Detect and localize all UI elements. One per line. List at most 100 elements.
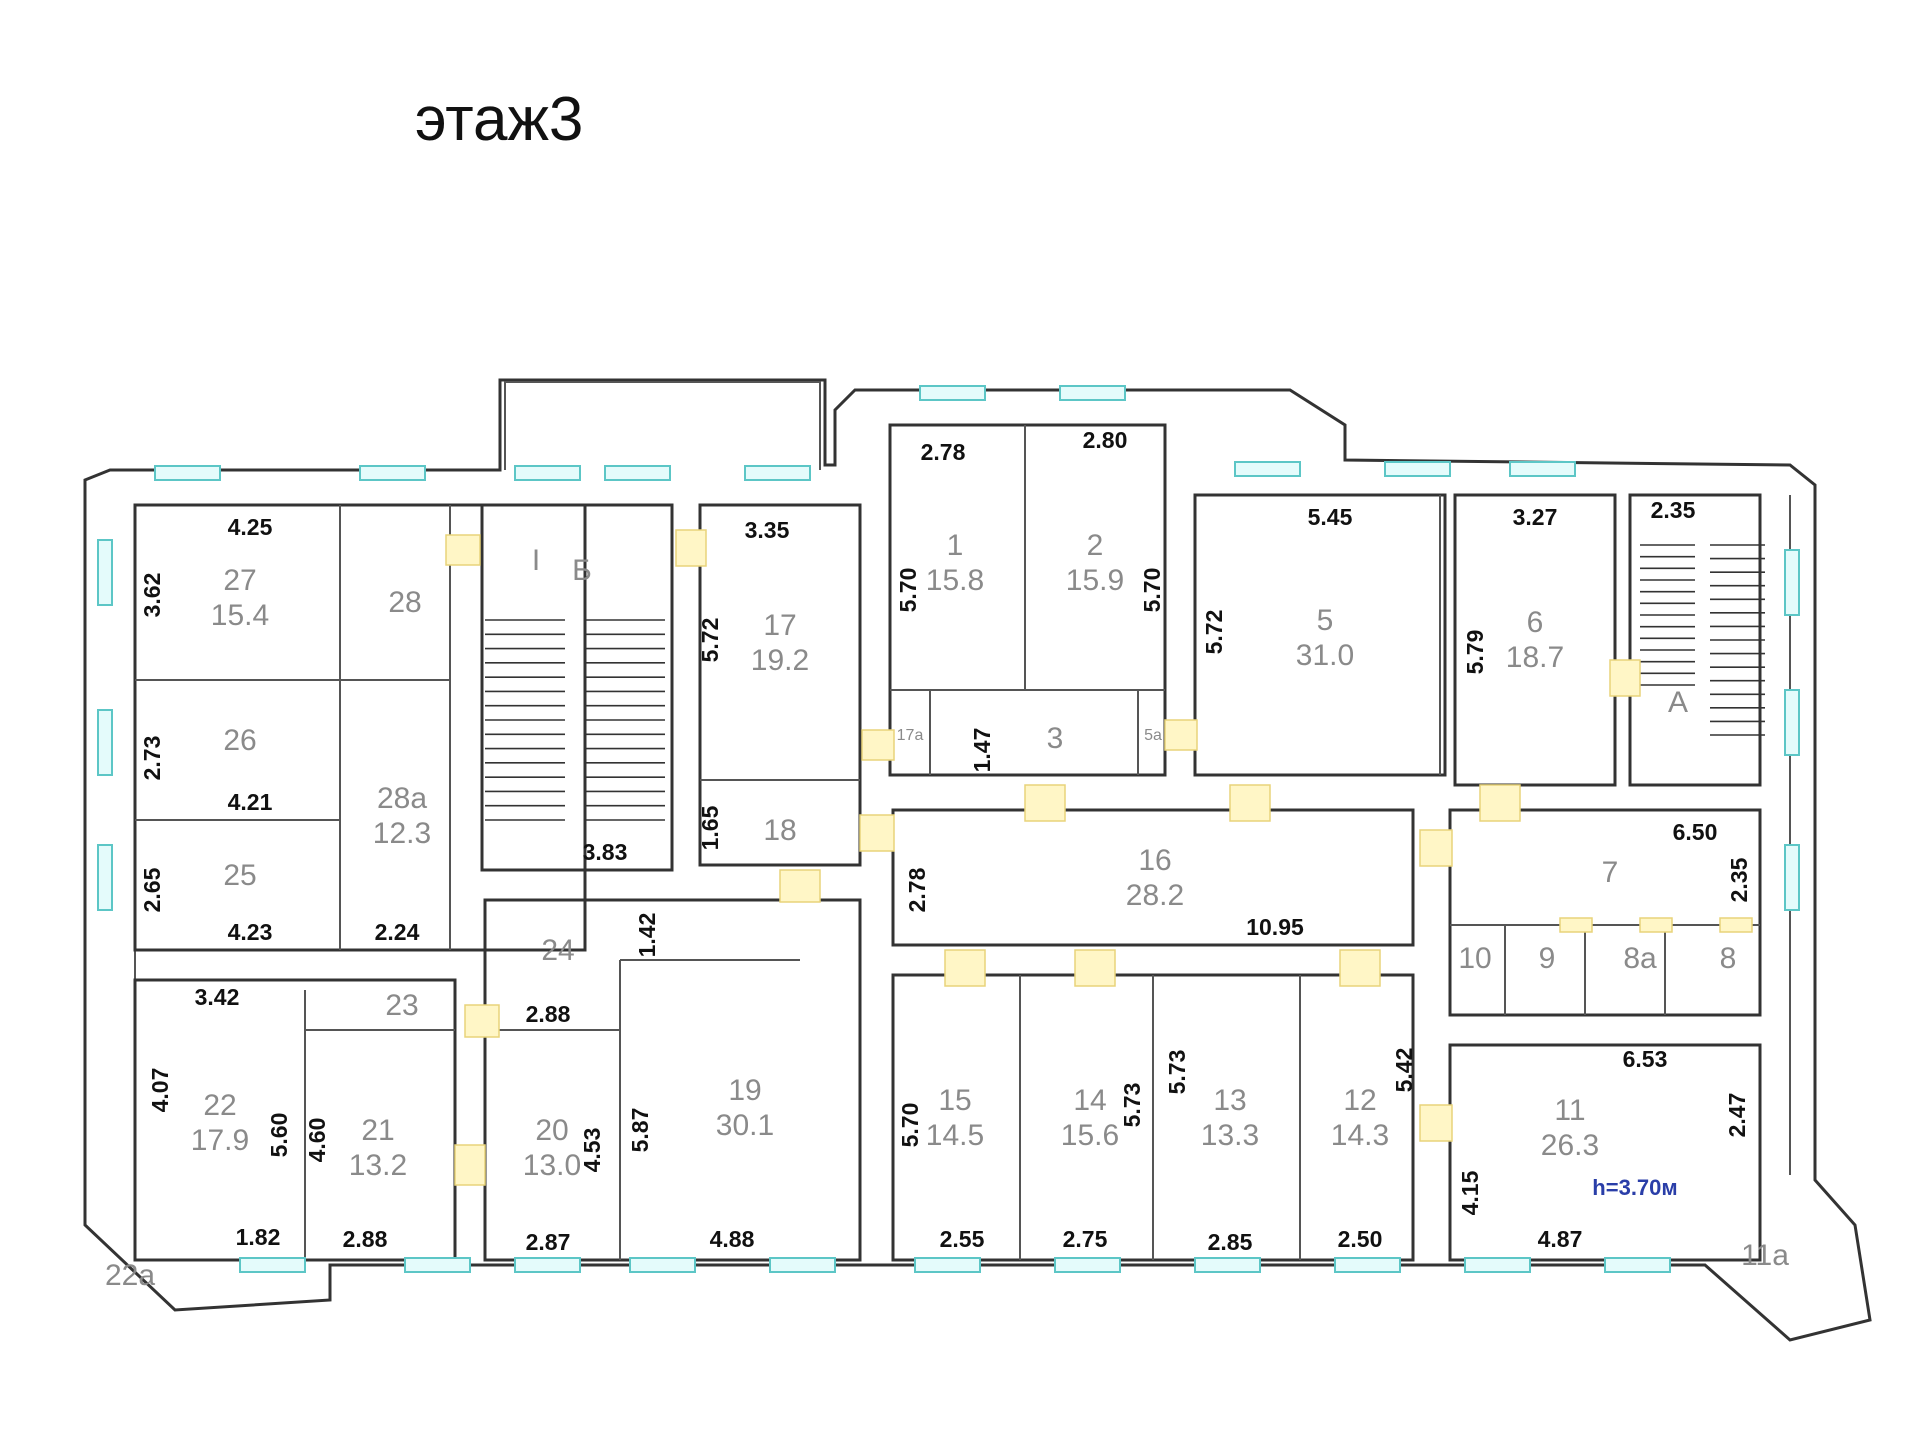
room-number-3: 3 xyxy=(1047,722,1064,755)
dimension: 4.21 xyxy=(228,789,273,815)
room-number-a: А xyxy=(1668,686,1688,719)
room-number-24: 24 xyxy=(541,934,574,967)
dimension: 5.87 xyxy=(627,1108,653,1153)
room-number-6: 6 xyxy=(1527,606,1544,639)
door xyxy=(464,1004,500,1038)
window xyxy=(1194,1257,1261,1273)
window xyxy=(1509,461,1576,477)
dimension: 5.73 xyxy=(1119,1083,1145,1128)
door xyxy=(1229,784,1271,822)
ceiling-height-note: h=3.70м xyxy=(1592,1175,1677,1200)
window xyxy=(1059,385,1126,401)
window xyxy=(1384,461,1451,477)
label-5a: 5а xyxy=(1144,727,1162,744)
dimension: 5.72 xyxy=(697,618,723,663)
room-area-15: 14.5 xyxy=(926,1119,984,1152)
dimension: 5.70 xyxy=(1139,568,1165,613)
door xyxy=(675,529,707,567)
room-area-2: 15.9 xyxy=(1066,564,1124,597)
dimension: 2.88 xyxy=(526,1001,571,1027)
dimension: 1.82 xyxy=(236,1224,281,1250)
window xyxy=(919,385,986,401)
room-area-20: 13.0 xyxy=(523,1149,581,1182)
window xyxy=(97,539,113,606)
door xyxy=(1339,949,1381,987)
room-number-i: I xyxy=(532,544,540,577)
door xyxy=(445,534,481,566)
door xyxy=(1719,917,1753,933)
window xyxy=(1334,1257,1401,1273)
room-number-5: 5 xyxy=(1317,604,1334,637)
room-area-12: 14.3 xyxy=(1331,1119,1389,1152)
door xyxy=(861,729,895,761)
room-number-12: 12 xyxy=(1343,1084,1376,1117)
dimension: 2.55 xyxy=(940,1226,985,1252)
window xyxy=(914,1257,981,1273)
room-number-8: 8 xyxy=(1720,942,1737,975)
dimension: 5.60 xyxy=(266,1113,292,1158)
dimension: 2.24 xyxy=(375,919,420,945)
door xyxy=(1639,917,1673,933)
room-labels: 1 15.8 2 15.9 3 5 31.0 6 18.7 7 8 8а 9 1… xyxy=(105,529,1789,1292)
room-area-11: 26.3 xyxy=(1541,1129,1599,1162)
room-number-28: 28 xyxy=(388,586,421,619)
room-area-19: 30.1 xyxy=(716,1109,774,1142)
window xyxy=(1464,1257,1531,1273)
windows xyxy=(97,385,1800,1273)
doors xyxy=(445,529,1753,1186)
window xyxy=(1604,1257,1671,1273)
window xyxy=(97,844,113,911)
window xyxy=(744,465,811,481)
dimension: 2.75 xyxy=(1063,1226,1108,1252)
room-area-16: 28.2 xyxy=(1126,879,1184,912)
window xyxy=(359,465,426,481)
dimension: 1.47 xyxy=(969,728,995,773)
dimension: 2.80 xyxy=(1083,427,1128,453)
room-number-27: 27 xyxy=(223,564,256,597)
dimension: 5.70 xyxy=(897,1103,923,1148)
window xyxy=(404,1257,471,1273)
label-17a: 17а xyxy=(897,727,924,744)
dimension: 4.25 xyxy=(228,514,273,540)
room-number-1: 1 xyxy=(947,529,964,562)
room-number-10: 10 xyxy=(1458,942,1491,975)
room-number-17: 17 xyxy=(763,609,796,642)
dimension: 4.88 xyxy=(710,1226,755,1252)
dimension: 3.62 xyxy=(139,573,165,618)
door xyxy=(779,869,821,903)
room-number-21: 21 xyxy=(361,1114,394,1147)
dimension: 3.35 xyxy=(745,517,790,543)
window xyxy=(154,465,221,481)
dimension: 2.73 xyxy=(139,736,165,781)
room-area-22: 17.9 xyxy=(191,1124,249,1157)
dimension: 2.65 xyxy=(139,867,165,912)
room-area-17: 19.2 xyxy=(751,644,809,677)
room-area-27: 15.4 xyxy=(211,599,269,632)
window xyxy=(604,465,671,481)
room-number-13: 13 xyxy=(1213,1084,1246,1117)
dimension: 2.85 xyxy=(1208,1229,1253,1255)
dimension: 2.78 xyxy=(904,867,930,912)
dimension: 4.87 xyxy=(1538,1226,1583,1252)
dimension: 2.50 xyxy=(1338,1226,1383,1252)
dimension: 4.53 xyxy=(579,1128,605,1173)
room-number-8a: 8а xyxy=(1623,942,1657,975)
room-number-18: 18 xyxy=(763,814,796,847)
door xyxy=(944,949,986,987)
room-number-16: 16 xyxy=(1138,844,1171,877)
dimension: 5.79 xyxy=(1462,630,1488,675)
window xyxy=(769,1257,836,1273)
room-number-25: 25 xyxy=(223,859,256,892)
room-area-14: 15.6 xyxy=(1061,1119,1119,1152)
dimension: 10.95 xyxy=(1246,914,1304,940)
room-number-22a: 22а xyxy=(105,1259,155,1292)
room-number-9: 9 xyxy=(1539,942,1556,975)
window xyxy=(239,1257,306,1273)
room-number-7: 7 xyxy=(1602,856,1619,889)
dimensions: 4.25 3.62 2.73 4.21 2.65 4.23 2.24 3.83 … xyxy=(139,427,1752,1255)
room-area-21: 13.2 xyxy=(349,1149,407,1182)
dimension: 2.88 xyxy=(343,1226,388,1252)
window xyxy=(629,1257,696,1273)
dimension: 1.65 xyxy=(697,805,723,850)
door xyxy=(1024,784,1066,822)
